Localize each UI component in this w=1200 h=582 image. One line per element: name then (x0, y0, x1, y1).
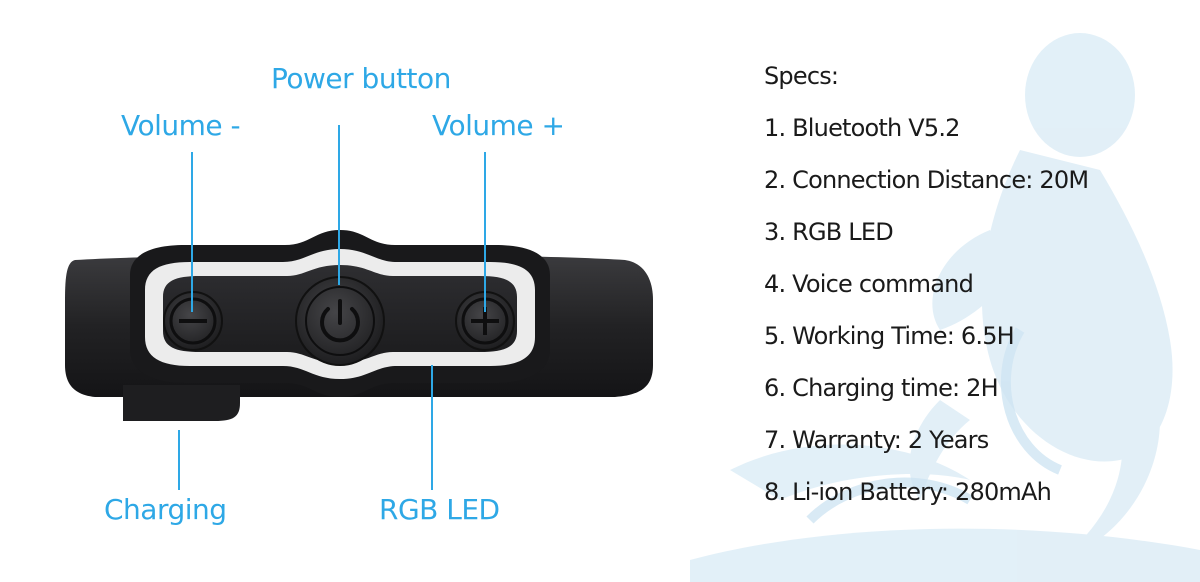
volume-minus-leader (191, 152, 193, 312)
remote-controller (65, 230, 653, 421)
power-button[interactable] (295, 276, 385, 366)
power-button-leader (338, 125, 340, 285)
rgb-led-label: RGB LED (379, 493, 500, 526)
volume-minus-button[interactable] (163, 291, 223, 351)
volume-minus-label: Volume - (121, 109, 241, 142)
volume-plus-leader (484, 152, 486, 312)
spec-item: 7. Warranty: 2 Years (764, 426, 989, 454)
spec-list: 1. Bluetooth V5.2 2. Connection Distance… (764, 112, 1089, 528)
spec-item: 5. Working Time: 6.5H (764, 322, 1015, 350)
spec-item: 6. Charging time: 2H (764, 374, 999, 402)
rgb-led-leader (431, 365, 433, 490)
spec-item: 8. Li-ion Battery: 280mAh (764, 478, 1052, 506)
specs-panel: Specs: 1. Bluetooth V5.2 2. Connection D… (764, 60, 1089, 528)
power-button-label: Power button (271, 62, 451, 95)
charging-leader (178, 430, 180, 490)
rider-watermark (690, 33, 1200, 582)
spec-item: 2. Connection Distance: 20M (764, 166, 1089, 194)
spec-item: 1. Bluetooth V5.2 (764, 114, 960, 142)
charging-label: Charging (104, 493, 227, 526)
volume-plus-label: Volume + (432, 109, 565, 142)
specs-title: Specs: (764, 62, 839, 90)
spec-item: 3. RGB LED (764, 218, 894, 246)
charging-port (123, 385, 240, 421)
spec-item: 4. Voice command (764, 270, 974, 298)
